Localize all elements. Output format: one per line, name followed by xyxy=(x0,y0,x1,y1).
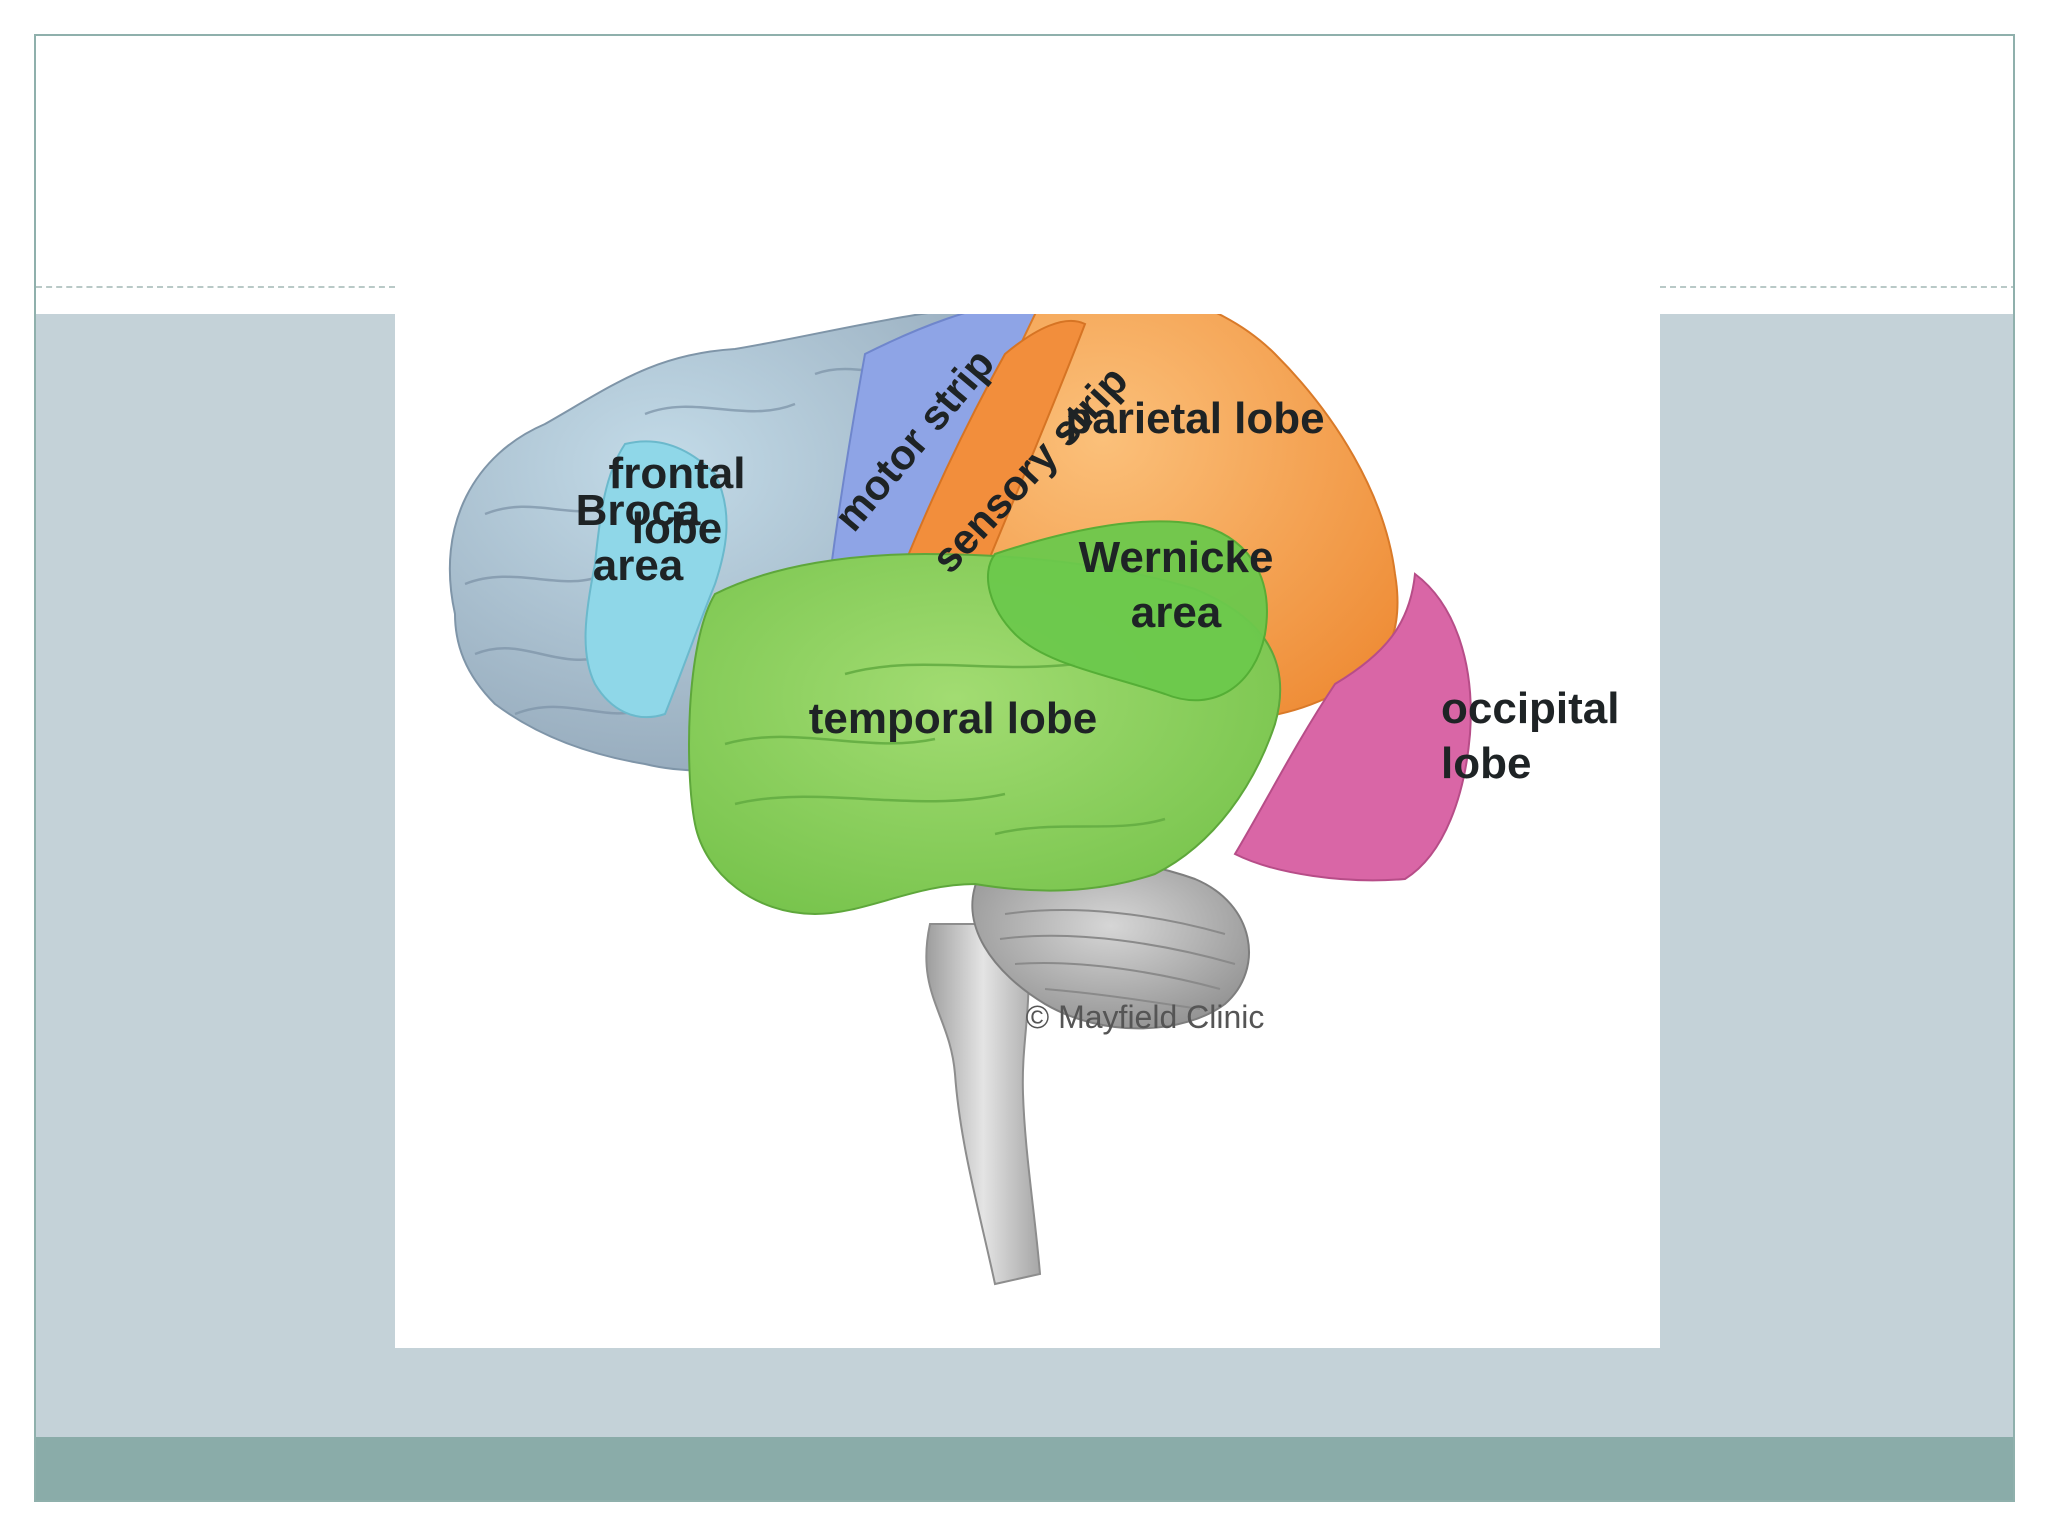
occipital-lobe-region xyxy=(1233,572,1472,882)
wernicke-area-region xyxy=(986,520,1268,702)
footer-band xyxy=(36,1437,2013,1500)
wernicke-area-label-line1: Wernicke xyxy=(1079,533,1274,582)
occipital-lobe-label-line1: occipital xyxy=(1441,684,1620,733)
brainstem xyxy=(925,923,1042,1286)
broca-area-label-line2: area xyxy=(593,541,684,590)
copyright-credit: © Mayfield Clinic xyxy=(1026,999,1265,1035)
broca-area-label-line1: Broca xyxy=(576,486,701,535)
brain-figure: frontal lobe motor strip sensory strip p… xyxy=(395,314,1660,1348)
slide: frontal lobe motor strip sensory strip p… xyxy=(34,34,2015,1502)
temporal-lobe-label: temporal lobe xyxy=(809,694,1098,743)
frontal-lobe-label-line1: frontal xyxy=(609,449,746,498)
top-divider-right xyxy=(1660,286,2013,288)
frontal-lobe-label-line2: lobe xyxy=(632,504,722,553)
top-divider-left xyxy=(36,286,395,288)
occipital-lobe-label-line2: lobe xyxy=(1441,739,1531,788)
broca-area-region xyxy=(584,440,728,719)
parietal-lobe-label: parietal lobe xyxy=(1065,394,1324,443)
wernicke-area-label-line2: area xyxy=(1131,588,1222,637)
brain-diagram: frontal lobe motor strip sensory strip p… xyxy=(448,314,1620,1286)
